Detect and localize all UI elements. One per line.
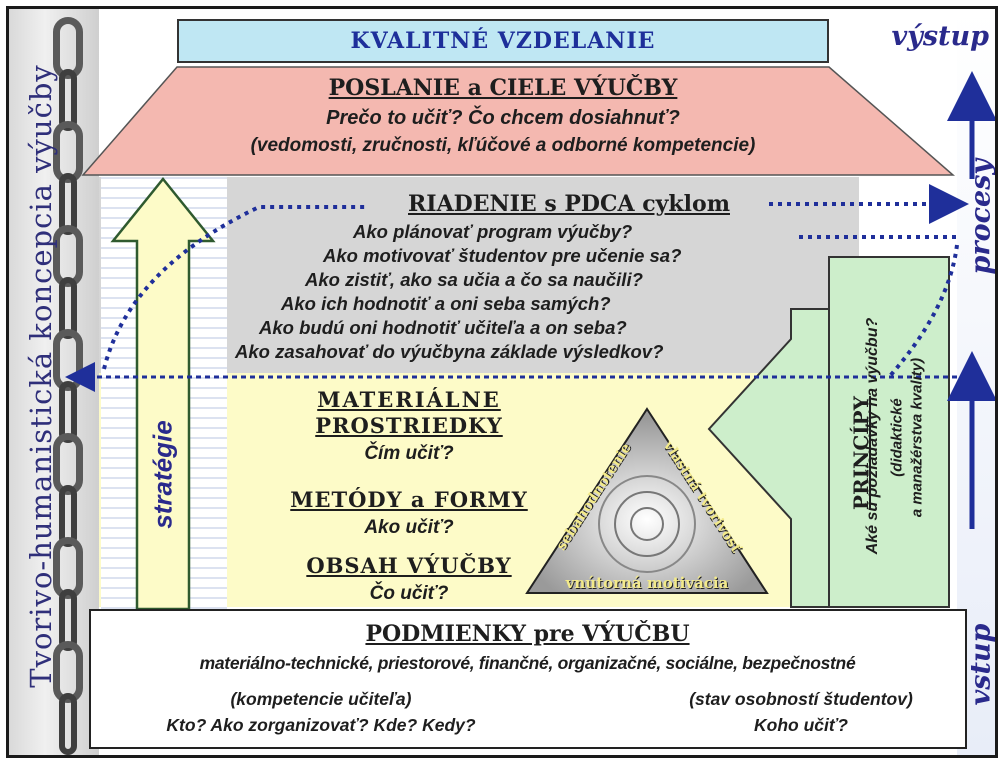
- motivation-triangle: [525, 407, 769, 594]
- methods-question: Ako učiť?: [364, 517, 454, 538]
- materials-title-2: PROSTRIEDKY: [315, 413, 503, 438]
- principles-didactic: (didaktické: [888, 398, 906, 477]
- mission-title: POSLANIE a CIELE VÝUČBY: [328, 75, 678, 101]
- strategy-label: stratégie: [147, 420, 178, 529]
- output-label: výstup: [891, 21, 989, 52]
- quality-education-bar: KVALITNÉ VZDELANIE: [177, 19, 829, 63]
- principles-arrow: [707, 308, 830, 608]
- conditions-box: PODMIENKY pre VÝUČBU materiálno-technick…: [89, 609, 967, 749]
- materials-question: Čím učiť?: [364, 443, 454, 464]
- mission-competences: (vedomosti, zručnosti, kľúčové a odborné…: [250, 135, 756, 156]
- pdca-question: Ako zasahovať do výučbyna základe výsled…: [235, 341, 664, 362]
- diagram-frame: Tvorivo-humanistická koncepcia výučby vý…: [6, 6, 998, 758]
- principles-question: Aké sú požiadavky na výučbu?: [864, 317, 881, 555]
- methods-title: METÓDY a FORMY: [290, 487, 528, 512]
- principles-box: [828, 256, 950, 608]
- teacher-competence-note: (kompetencie učiteľa): [230, 689, 412, 709]
- pdca-dots-left: [102, 205, 367, 370]
- diagram-shapes: [65, 66, 995, 611]
- student-question: Koho učiť?: [754, 715, 848, 735]
- principles-quality: a manažérstva kvality): [908, 357, 926, 518]
- pdca-question: Ako ich hodnotiť a oni seba samých?: [281, 293, 611, 314]
- conditions-title: PODMIENKY pre VÝUČBU: [365, 621, 690, 647]
- content-title: OBSAH VÝUČBY: [306, 553, 512, 578]
- triangle-motivation: vnútorná motivácia: [565, 574, 729, 592]
- conditions-subtitle: materiálno-technické, priestorové, finan…: [199, 653, 856, 673]
- pdca-title: RIADENIE s PDCA cyklom: [408, 191, 730, 217]
- mission-trapezoid: [81, 66, 956, 176]
- pdca-question: Ako budú oni hodnotiť učiteľa a on seba?: [259, 317, 627, 338]
- chain-link-icon: [59, 693, 77, 755]
- materials-title: MATERIÁLNE: [317, 387, 501, 412]
- pdca-question: Ako zistiť, ako sa učia a čo sa naučili?: [305, 269, 643, 290]
- mission-questions: Prečo to učiť? Čo chcem dosiahnuť?: [326, 107, 680, 129]
- student-state-note: (stav osobností študentov): [689, 689, 913, 709]
- teacher-questions: Kto? Ako zorganizovať? Kde? Kedy?: [166, 715, 476, 735]
- pdca-question: Ako plánovať program výučby?: [353, 221, 633, 242]
- content-question: Čo učiť?: [369, 583, 449, 604]
- pdca-question: Ako motivovať študentov pre učenie sa?: [323, 245, 682, 266]
